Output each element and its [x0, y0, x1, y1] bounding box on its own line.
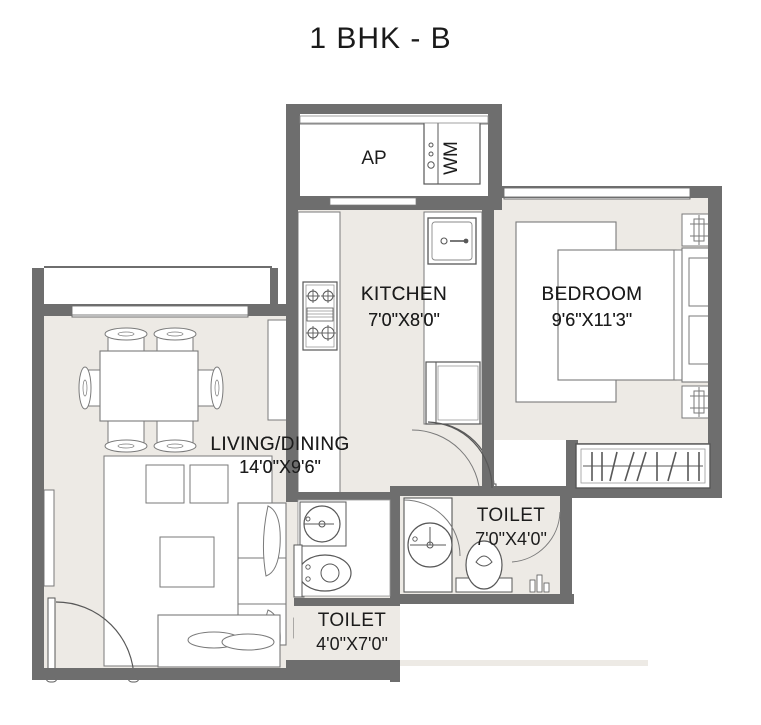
page-title: 1 BHK - B: [309, 22, 452, 55]
toilet-common-name-top: TOILET: [318, 610, 387, 631]
kitchen-area: KITCHEN 7'0"X8'0": [297, 211, 483, 499]
foreground-furniture: KITCHEN 7'0"X8'0" BEDROOM 9'6"X11'3" LIV…: [210, 284, 711, 660]
living-dim-top: 14'0"X9'6": [239, 457, 321, 477]
center-table: [159, 536, 215, 588]
washing-machine-icon: [423, 121, 481, 185]
refrigerator-icon: [425, 361, 481, 425]
room-label-living-dim: 14'0"X9'6": [239, 457, 321, 477]
bedroom-dim-top: 9'6"X11'3": [552, 310, 632, 330]
toilet-attached-name-top: TOILET: [477, 505, 546, 526]
sofa: [157, 502, 287, 668]
dining-table: [78, 327, 224, 453]
wall-overlays: [32, 104, 722, 682]
wm-label: WM: [441, 141, 462, 175]
sink-icon: [427, 217, 477, 265]
room-label-bedroom-dim: 9'6"X11'3": [552, 310, 632, 330]
living-name-top: LIVING/DINING: [210, 434, 349, 455]
kitchen-dim-top: 7'0"X8'0": [368, 310, 440, 330]
room-label-kitchen-name: KITCHEN: [361, 284, 447, 305]
ap-label: AP: [361, 148, 386, 169]
toilet-common-dim-top: 4'0"X7'0": [316, 634, 388, 654]
bedroom-name-top: BEDROOM: [542, 284, 643, 305]
room-label-kitchen-dim: 7'0"X8'0": [368, 310, 440, 330]
room-label-living-name: LIVING/DINING: [210, 434, 349, 455]
kitchen-door: [411, 429, 481, 499]
kitchen-name-top: KITCHEN: [361, 284, 447, 305]
stove-icon: [302, 281, 338, 351]
bed: [515, 221, 721, 403]
living-dining-area: LIVING/DINING 14'0"X9'6": [43, 319, 349, 683]
tv-unit: [145, 464, 229, 504]
room-label-bedroom-name: BEDROOM: [542, 284, 643, 305]
toilet-attached-dim-top: 7'0"X4'0": [475, 529, 547, 549]
